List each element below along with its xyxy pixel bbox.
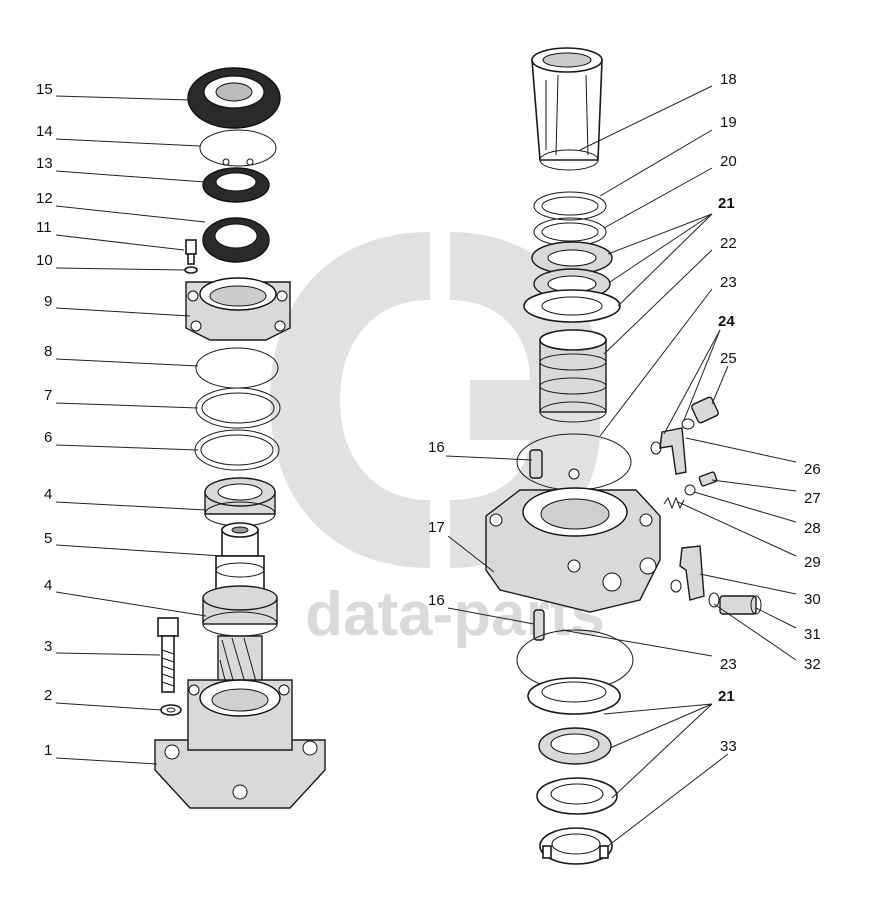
part-16-pin-lower [533,609,545,641]
label-28: 28 [804,520,821,537]
part-9-flange [185,277,291,341]
part-15-seal [187,67,281,129]
part-19-ring [533,191,607,221]
label-10: 10 [36,252,53,269]
label-26: 26 [804,461,821,478]
label-21-lower: 21 [718,688,735,705]
part-11-bolt [185,239,197,265]
label-12: 12 [36,190,53,207]
part-22-spacer [539,329,607,423]
label-22: 22 [720,235,737,252]
label-17: 17 [428,519,445,536]
label-4-lower: 4 [44,577,52,594]
part-31-plug [719,595,762,615]
label-27: 27 [804,490,821,507]
label-24: 24 [718,313,735,330]
label-3: 3 [44,638,52,655]
label-23-upper: 23 [720,274,737,291]
label-20: 20 [720,153,737,170]
part-26-elbow [650,427,687,475]
label-14: 14 [36,123,53,140]
part-14-snap-ring [199,129,277,167]
label-11: 11 [36,219,52,236]
part-3-bolt [157,617,179,693]
part-21-bearing-upper [523,241,621,323]
part-10-washer [184,266,198,274]
label-16-upper: 16 [428,439,445,456]
label-5: 5 [44,530,52,547]
label-31: 31 [804,626,821,643]
part-32-washer [708,592,720,608]
part-4-bearing-upper [204,477,276,527]
part-13-seal [202,167,270,203]
label-16-lower: 16 [428,592,445,609]
part-7-shim [195,387,281,429]
part-27-nipple [698,471,718,487]
label-19: 19 [720,114,737,131]
label-9: 9 [44,293,52,310]
part-18-sleeve [531,47,603,171]
part-12-seal [202,217,270,263]
label-29: 29 [804,554,821,571]
part-25-fitting [681,396,719,430]
label-2: 2 [44,687,52,704]
label-32: 32 [804,656,821,673]
label-7: 7 [44,387,52,404]
part-labels: 15 14 13 12 11 10 9 8 7 6 4 5 4 3 2 1 18… [36,71,821,759]
label-1: 1 [44,742,52,759]
label-18: 18 [720,71,737,88]
label-6: 6 [44,429,52,446]
label-25: 25 [720,350,737,367]
part-2-washer [160,704,182,716]
label-8: 8 [44,343,52,360]
label-21-upper: 21 [718,195,735,212]
label-23-lower: 23 [720,656,737,673]
label-33: 33 [720,738,737,755]
label-13: 13 [36,155,53,172]
part-30-elbow [670,545,705,601]
part-33-slotted-nut [539,827,613,865]
part-29-spring [663,496,685,510]
label-4-upper: 4 [44,486,52,503]
label-30: 30 [804,591,821,608]
part-1-base-housing [154,679,326,809]
part-8-o-ring [195,347,279,389]
part-16-pin-upper [529,449,543,479]
part-28-washer [684,484,696,496]
part-17-valve-housing [485,468,661,613]
part-21-bearing-lower [527,677,621,815]
leader-lines [55,85,797,847]
part-5-pinion-shaft [215,522,265,597]
part-6-shim [194,429,280,471]
part-4-bearing-lower [202,585,278,637]
label-15: 15 [36,81,53,98]
